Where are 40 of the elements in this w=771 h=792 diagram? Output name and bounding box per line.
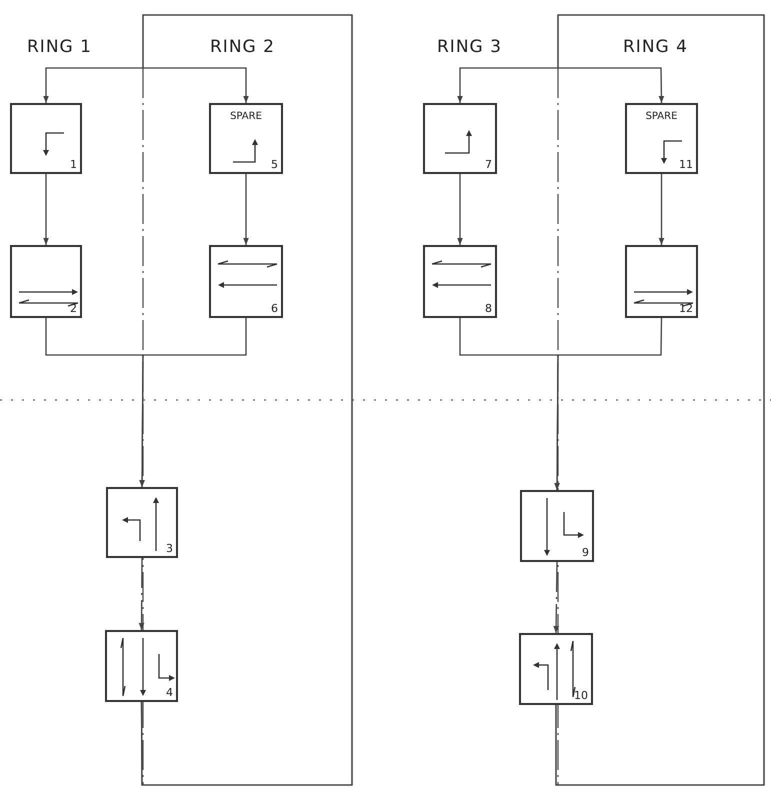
phase-box <box>625 103 698 174</box>
flow-arrow <box>243 174 249 245</box>
flow-arrow <box>457 174 463 245</box>
phase-number: 4 <box>166 687 173 699</box>
phase-box <box>209 245 283 318</box>
ring-label: RING 1 <box>27 37 92 57</box>
phase-number: 8 <box>485 303 492 315</box>
flow-arrow <box>43 174 49 245</box>
phase-note: SPARE <box>646 111 678 123</box>
flow-arrow <box>553 562 559 633</box>
phase-number: 5 <box>271 159 278 171</box>
phase-number: 11 <box>679 159 693 171</box>
flow-arrow <box>555 14 765 786</box>
phase-box <box>423 245 497 318</box>
phase-number: 9 <box>582 547 589 559</box>
phase-number: 10 <box>574 690 588 702</box>
phase-box <box>625 245 698 318</box>
phase-box <box>105 630 178 702</box>
ring-label: RING 4 <box>623 37 688 57</box>
phase-number: 7 <box>485 159 492 171</box>
phase-box <box>10 245 82 318</box>
phase-box <box>519 633 593 705</box>
flow-arrow <box>138 558 144 630</box>
phase-box <box>520 490 594 562</box>
phase-box <box>106 487 178 558</box>
phase-box <box>423 103 497 174</box>
flow-arrow <box>140 14 353 786</box>
phase-number: 2 <box>70 303 77 315</box>
phase-number: 1 <box>70 159 77 171</box>
phase-note: SPARE <box>230 111 262 123</box>
flow-arrow <box>554 318 662 490</box>
ring-label: RING 2 <box>210 37 275 57</box>
phase-number: 12 <box>679 303 693 315</box>
flow-arrow <box>139 318 247 487</box>
flow-arrow <box>658 174 664 245</box>
phase-box <box>10 103 82 174</box>
phase-number: 3 <box>166 543 173 555</box>
phase-number: 6 <box>271 303 278 315</box>
ring-label: RING 3 <box>437 37 502 57</box>
phase-box <box>209 103 283 174</box>
